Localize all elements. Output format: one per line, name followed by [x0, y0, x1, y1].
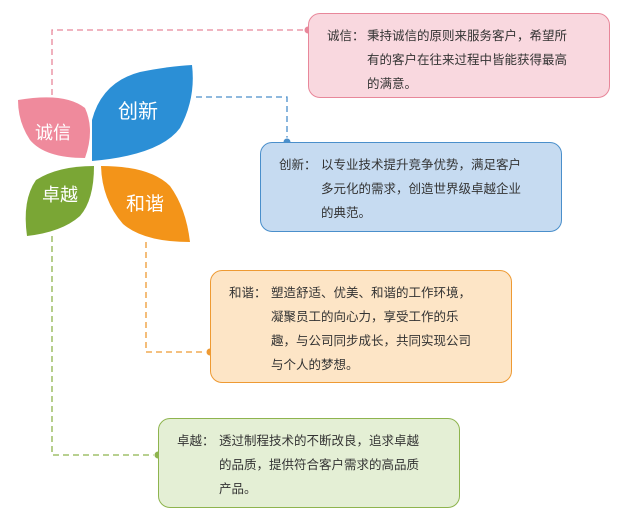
- card-term-zhuoyue: 卓越：: [177, 433, 215, 448]
- petal-zhuoyue: [25, 166, 94, 236]
- card-zhuoyue: 卓越： 透过制程技术的不断改良，追求卓越 的品质，提供符合客户需求的高品质 产品…: [158, 418, 460, 508]
- connector-chuangxin: [196, 96, 288, 142]
- card-term-hexie: 和谐：: [229, 285, 267, 300]
- petal-hexie: [101, 166, 190, 242]
- petal-chengxin: [18, 97, 90, 158]
- petal-label-hexie: 和谐: [126, 193, 164, 215]
- card-chengxin: 诚信： 秉持诚信的原则来服务客户，希望所 有的客户在往来过程中皆能获得最高 的满…: [308, 13, 610, 98]
- petal-chuangxin: [92, 65, 193, 161]
- connector-hexie: [145, 242, 210, 353]
- petal-label-zhuoyue: 卓越: [42, 185, 78, 206]
- card-text-zhuoyue: 透过制程技术的不断改良，追求卓越 的品质，提供符合客户需求的高品质 产品。: [219, 433, 420, 496]
- card-text-hexie: 塑造舒适、优美、和谐的工作环境， 凝聚员工的向心力，享受工作的乐 趣，与公司同步…: [271, 285, 472, 372]
- card-text-chengxin: 秉持诚信的原则来服务客户，希望所 有的客户在往来过程中皆能获得最高 的满意。: [367, 28, 568, 91]
- petal-label-chengxin: 诚信: [35, 123, 71, 144]
- card-text-chuangxin: 以专业技术提升竞争优势，满足客户 多元化的需求，创造世界级卓越企业 的典范。: [321, 157, 522, 220]
- card-hexie: 和谐： 塑造舒适、优美、和谐的工作环境， 凝聚员工的向心力，享受工作的乐 趣，与…: [210, 270, 512, 383]
- card-term-chengxin: 诚信：: [327, 28, 365, 43]
- connector-chengxin: [51, 29, 308, 95]
- card-term-chuangxin: 创新：: [279, 157, 317, 172]
- petal-label-chuangxin: 创新: [118, 99, 158, 123]
- card-chuangxin: 创新： 以专业技术提升竞争优势，满足客户 多元化的需求，创造世界级卓越企业 的典…: [260, 142, 562, 232]
- connector-zhuoyue: [51, 236, 158, 456]
